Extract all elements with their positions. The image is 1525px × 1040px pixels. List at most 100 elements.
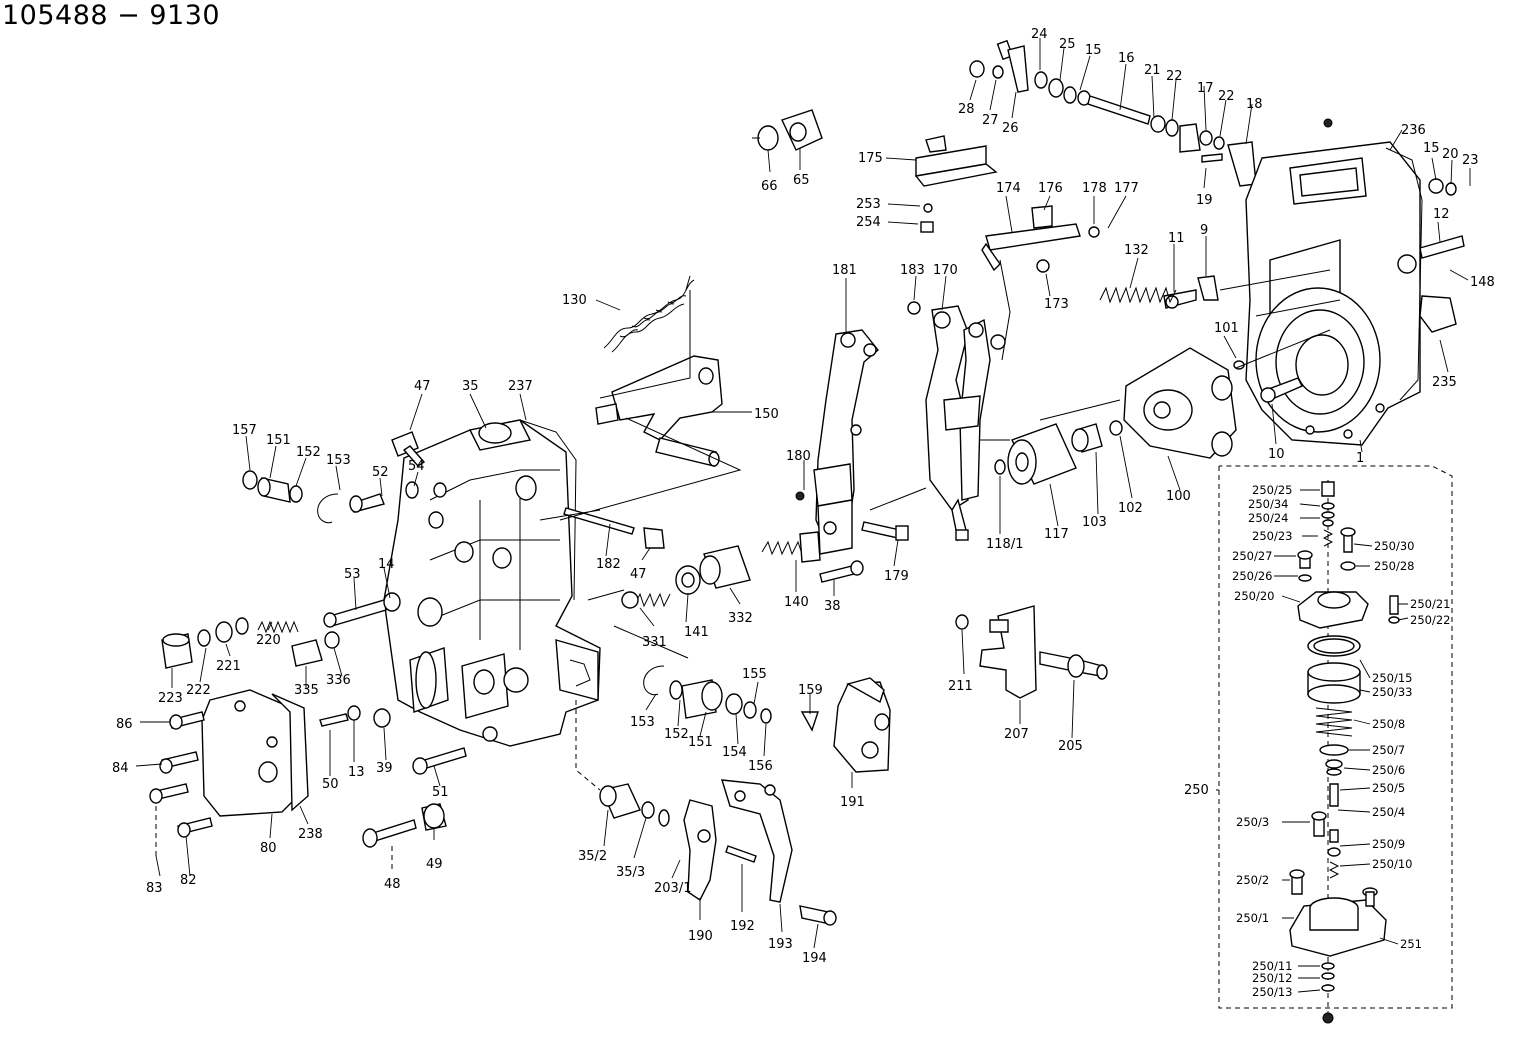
label-251: 251 <box>1400 937 1422 951</box>
label-220: 220 <box>256 633 281 648</box>
label-250-26: 250/26 <box>1232 569 1272 583</box>
label-250-28: 250/28 <box>1374 559 1414 573</box>
label-12: 12 <box>1433 207 1450 222</box>
label-236: 236 <box>1401 123 1426 138</box>
drawing-number: 105488 − 9130 <box>2 0 221 31</box>
label-22: 22 <box>1218 89 1235 104</box>
label-253: 253 <box>856 197 881 212</box>
label-35: 35 <box>462 379 479 394</box>
label-9: 9 <box>1200 223 1208 238</box>
label-151: 151 <box>266 433 291 448</box>
label-84: 84 <box>112 761 129 776</box>
label-207: 207 <box>1004 727 1029 742</box>
label-11: 11 <box>1168 231 1185 246</box>
label-82: 82 <box>180 873 197 888</box>
leader-lines <box>135 38 1471 993</box>
lever-assembly-170 <box>907 205 1100 542</box>
label-250-6: 250/6 <box>1372 763 1405 777</box>
label-223: 223 <box>158 691 183 706</box>
label-50: 50 <box>322 777 339 792</box>
label-179: 179 <box>884 569 909 584</box>
label-65: 65 <box>793 173 810 188</box>
bushing-group-151 <box>242 470 419 524</box>
label-27: 27 <box>982 113 999 128</box>
label-53: 53 <box>344 567 361 582</box>
label-47: 47 <box>414 379 431 394</box>
label-101: 101 <box>1214 321 1239 336</box>
label-183: 183 <box>900 263 925 278</box>
cover-80 <box>149 689 309 856</box>
label-151: 151 <box>688 735 713 750</box>
label-250-20: 250/20 <box>1234 589 1274 603</box>
label-250-12: 250/12 <box>1252 971 1292 985</box>
label-152: 152 <box>664 727 689 742</box>
label-157: 157 <box>232 423 257 438</box>
label-250-21: 250/21 <box>1410 597 1450 611</box>
label-250-34: 250/34 <box>1248 497 1288 511</box>
label-20: 20 <box>1442 147 1459 162</box>
label-180: 180 <box>786 449 811 464</box>
label-221: 221 <box>216 659 241 674</box>
adjusters-140-331 <box>621 531 821 609</box>
label-150: 150 <box>754 407 779 422</box>
pump-body-35 <box>383 419 601 747</box>
label-21: 21 <box>1144 63 1161 78</box>
label-222: 222 <box>186 683 211 698</box>
label-250-27: 250/27 <box>1232 549 1272 563</box>
label-181: 181 <box>832 263 857 278</box>
label-170: 170 <box>933 263 958 278</box>
bushing-group-lower <box>643 665 772 724</box>
label-190: 190 <box>688 929 713 944</box>
label-28: 28 <box>958 102 975 117</box>
lower-lever-group <box>599 779 837 926</box>
label-35-2: 35/2 <box>578 849 607 864</box>
label-192: 192 <box>730 919 755 934</box>
screw-47-top <box>391 431 426 467</box>
label-80: 80 <box>260 841 277 856</box>
label-250-24: 250/24 <box>1248 511 1288 525</box>
label-250-25: 250/25 <box>1252 483 1292 497</box>
block-191 <box>800 677 891 773</box>
label-148: 148 <box>1470 275 1495 290</box>
label-194: 194 <box>802 951 827 966</box>
flyweight-assembly <box>994 347 1237 485</box>
label-22: 22 <box>1166 69 1183 84</box>
label-23: 23 <box>1462 153 1479 168</box>
label-193: 193 <box>768 937 793 952</box>
label-117: 117 <box>1044 527 1069 542</box>
label-254: 254 <box>856 215 881 230</box>
label-250-30: 250/30 <box>1374 539 1414 553</box>
label-182: 182 <box>596 557 621 572</box>
label-38: 38 <box>824 599 841 614</box>
spring-132 <box>1099 286 1177 304</box>
bolts-179-38 <box>819 521 909 583</box>
label-175: 175 <box>858 151 883 166</box>
label-52: 52 <box>372 465 389 480</box>
lower-screws <box>319 705 467 870</box>
label-250-3: 250/3 <box>1236 815 1269 829</box>
label-86: 86 <box>116 717 133 732</box>
label-10: 10 <box>1268 447 1285 462</box>
label-141: 141 <box>684 625 709 640</box>
label-250-11: 250/11 <box>1252 959 1292 973</box>
housing-small-parts <box>1163 178 1465 403</box>
label-331: 331 <box>642 635 667 650</box>
label-130: 130 <box>562 293 587 308</box>
rail-175 <box>914 135 998 233</box>
label-54: 54 <box>408 459 425 474</box>
spring-130 <box>603 275 695 353</box>
label-250-9: 250/9 <box>1372 837 1405 851</box>
label-155: 155 <box>742 667 767 682</box>
label-250-33: 250/33 <box>1372 685 1412 699</box>
label-335: 335 <box>294 683 319 698</box>
label-159: 159 <box>798 683 823 698</box>
label-83: 83 <box>146 881 163 896</box>
label-332: 332 <box>728 611 753 626</box>
insert-250 <box>1289 481 1400 992</box>
label-66: 66 <box>761 179 778 194</box>
label-140: 140 <box>784 595 809 610</box>
label-118-1: 118/1 <box>986 537 1023 552</box>
label-15: 15 <box>1423 141 1440 156</box>
label-103: 103 <box>1082 515 1107 530</box>
